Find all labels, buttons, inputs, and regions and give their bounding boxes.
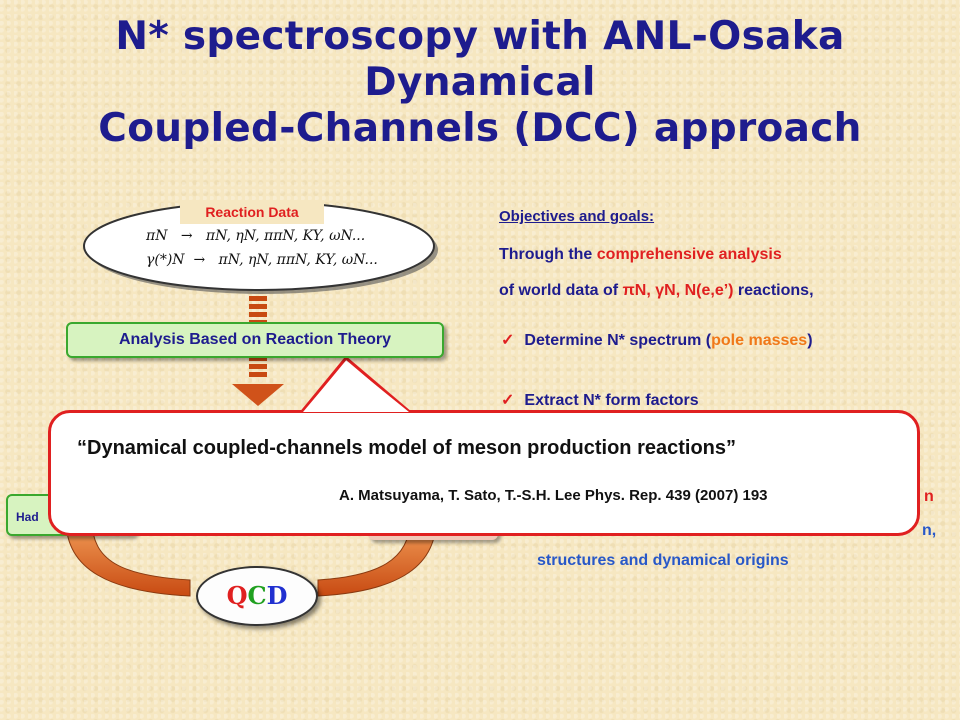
bullet-form-factors: ✓ Extract N* form factors (501, 390, 699, 410)
title-line-2: Coupled-Channels (DCC) approach (98, 106, 862, 151)
reaction-line-2: γ(*)N → πN, ηN, ππN, KY, ωN... (146, 252, 378, 268)
analysis-box: Analysis Based on Reaction Theory (66, 322, 444, 358)
reaction-2-lhs: γ(*)N (146, 252, 185, 268)
world-prefix: of world data of (499, 282, 623, 299)
partial-text-right-2: n, (922, 522, 937, 539)
structures-line: structures and dynamical origins (537, 552, 789, 569)
slide-title: N* spectroscopy with ANL-Osaka Dynamical… (0, 14, 960, 152)
callout-reference: A. Matsuyama, T. Sato, T.-S.H. Lee Phys.… (339, 487, 768, 504)
reaction-data-label: Reaction Data (180, 200, 324, 224)
qcd-letter-q: Q (226, 581, 248, 610)
right-curved-arrow (317, 519, 437, 597)
checkmark-icon: ✓ (501, 392, 515, 409)
world-highlight: πN, γN, N(e,e’) (622, 282, 734, 299)
through-highlight: comprehensive analysis (596, 246, 782, 263)
arrow-right-icon: → (180, 228, 193, 244)
through-line: Through the comprehensive analysis (499, 246, 782, 264)
qcd-ellipse: QCD (196, 566, 318, 626)
reaction-line-1: πN → πN, ηN, ππN, KY, ωN... (146, 228, 365, 244)
through-prefix: Through the (499, 246, 597, 263)
title-line-1: N* spectroscopy with ANL-Osaka Dynamical (115, 14, 845, 105)
objectives-heading: Objectives and goals: (499, 208, 655, 225)
bullet1-suffix: ) (807, 332, 813, 349)
bullet2-text: Extract N* form factors (524, 392, 699, 409)
world-suffix: reactions, (733, 282, 814, 299)
reaction-1-rhs: πN, ηN, ππN, KY, ωN... (205, 228, 366, 244)
qcd-letter-c: C (247, 581, 267, 610)
bullet1-highlight: pole masses (711, 332, 808, 349)
reference-callout: “Dynamical coupled-channels model of mes… (48, 410, 920, 536)
reaction-2-rhs: πN, ηN, ππN, KY, ωN... (218, 252, 378, 268)
callout-tail (298, 356, 414, 416)
checkmark-icon: ✓ (501, 332, 515, 349)
down-arrow-head (232, 384, 284, 406)
bullet-spectrum: ✓ Determine N* spectrum (pole masses) (501, 330, 813, 350)
qcd-letter-d: D (266, 581, 288, 610)
partial-text-right-1: n (924, 488, 934, 505)
arrow-right-icon: → (193, 252, 206, 268)
bullet1-prefix: Determine N* spectrum ( (524, 332, 712, 349)
reaction-1-lhs: πN (146, 228, 168, 244)
callout-quote: “Dynamical coupled-channels model of mes… (77, 437, 737, 459)
world-data-line: of world data of πN, γN, N(e,e’) reactio… (499, 282, 814, 300)
